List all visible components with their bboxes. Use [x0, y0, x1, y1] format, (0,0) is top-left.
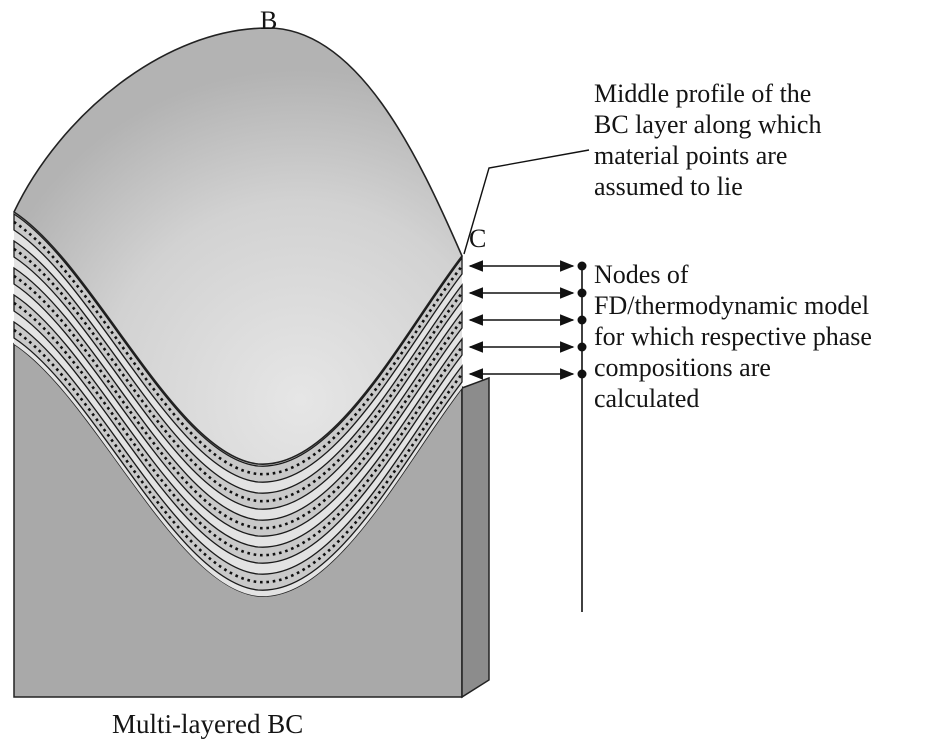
layer-band: [13, 266, 463, 537]
node-dot: [577, 315, 587, 325]
annotation-line: BC layer along which: [594, 110, 821, 139]
annotation-line: Nodes of: [594, 260, 689, 289]
node-dot: [577, 261, 587, 271]
annotation-line: calculated: [594, 384, 699, 413]
annotation-middle-profile: Middle profile of the BC layer along whi…: [594, 79, 821, 201]
label-c: C: [469, 224, 486, 253]
layer-band: [13, 239, 463, 510]
layer-midline: [13, 301, 464, 557]
layer-midline: [13, 220, 464, 476]
layer-band: [13, 320, 463, 591]
layer-midline: [13, 274, 464, 530]
layer-band: [13, 293, 463, 564]
block-side-face: [461, 376, 490, 699]
node-dot: [577, 342, 587, 352]
node-dot: [577, 288, 587, 298]
annotation-line: material points are: [594, 141, 787, 170]
annotation-nodes: Nodes of FD/thermodynamic model for whic…: [594, 260, 872, 413]
bc-layers: [13, 212, 463, 591]
label-b: B: [260, 6, 277, 35]
middle-profile-pointer-line: [463, 149, 590, 255]
layer-midline: [13, 247, 464, 503]
annotation-line: compositions are: [594, 353, 771, 382]
node-dots: [577, 261, 587, 379]
annotation-line: FD/thermodynamic model: [594, 291, 869, 320]
layer-midline: [13, 328, 464, 584]
node-dot: [577, 369, 587, 379]
top-surface: [12, 27, 463, 465]
annotation-line: for which respective phase: [594, 322, 872, 351]
layer-band: [13, 212, 463, 483]
layer-middle-profiles: [13, 220, 464, 584]
annotation-line: assumed to lie: [594, 172, 743, 201]
annotation-line: Middle profile of the: [594, 79, 811, 108]
figure-caption: Multi-layered BC: [112, 709, 303, 739]
